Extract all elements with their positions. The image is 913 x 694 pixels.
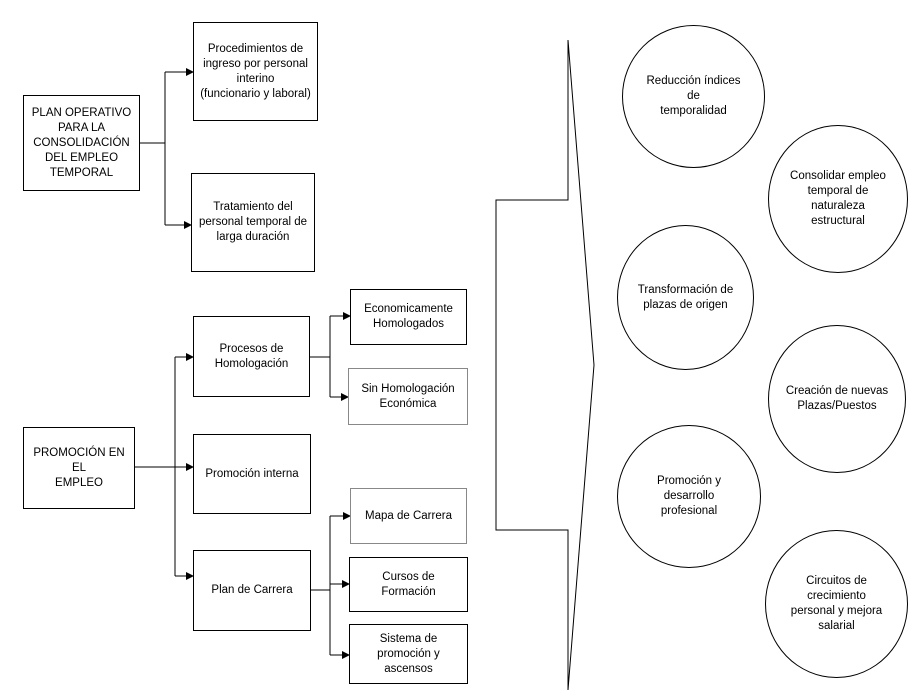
reduccion-circle: Reducción índices de temporalidad — [622, 25, 765, 168]
consolidar-circle: Consolidar empleo temporal de naturaleza… — [768, 125, 908, 273]
procesos-homologacion-box: Procesos de Homologación — [193, 316, 310, 397]
sistema-promocion-box: Sistema de promoción y ascensos — [349, 624, 468, 684]
mapa-carrera-box: Mapa de Carrera — [350, 488, 467, 544]
chevron-shape — [567, 39, 595, 691]
creacion-circle: Creación de nuevas Plazas/Puestos — [768, 325, 906, 473]
procedimientos-box: Procedimientos de ingreso por personal i… — [193, 22, 318, 121]
chevron-body — [495, 40, 569, 690]
tratamiento-box: Tratamiento del personal temporal de lar… — [191, 173, 315, 272]
cursos-formacion-box: Cursos de Formación — [349, 557, 468, 612]
promocion-interna-box: Promoción interna — [193, 434, 311, 514]
promocion-empleo-box: PROMOCIÓN EN EL EMPLEO — [23, 427, 135, 509]
plan-operativo-box: PLAN OPERATIVO PARA LA CONSOLIDACIÓN DEL… — [23, 95, 140, 191]
transformacion-circle: Transformación de plazas de origen — [617, 225, 754, 370]
circuitos-circle: Circuitos de crecimiento personal y mejo… — [765, 530, 908, 678]
promocion-desarrollo-circle: Promoción y desarrollo profesional — [617, 425, 761, 568]
economicamente-box: Economicamente Homologados — [350, 289, 467, 345]
plan-carrera-box: Plan de Carrera — [193, 550, 311, 631]
sin-homologacion-box: Sin Homologación Económica — [348, 368, 468, 425]
